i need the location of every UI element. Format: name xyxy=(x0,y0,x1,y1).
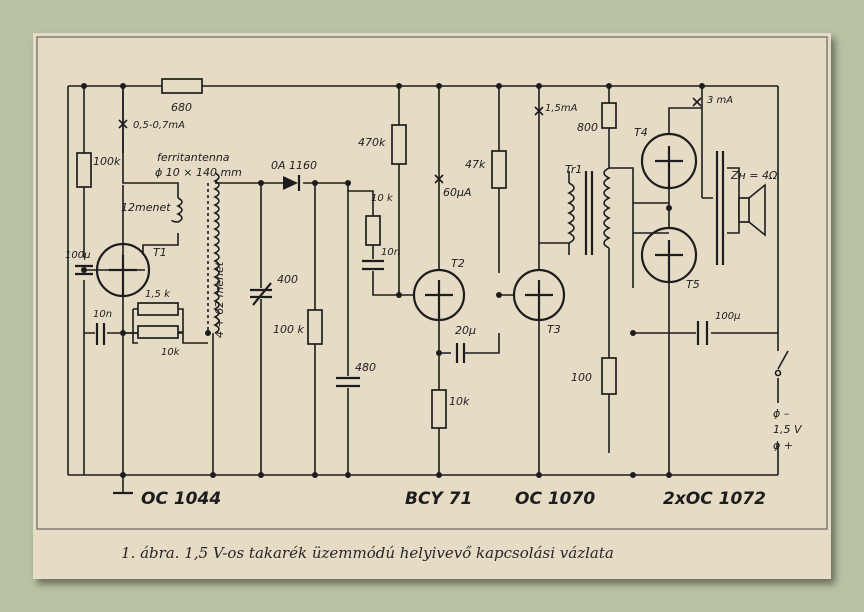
coil-12menet xyxy=(171,197,183,223)
label-tr1: Tr1 xyxy=(565,163,582,176)
speaker-cone xyxy=(748,183,766,237)
capacitor-10n-b xyxy=(362,259,384,271)
label-c100u-a: 100µ xyxy=(65,250,90,261)
transformer-tr1 xyxy=(584,171,594,255)
switch xyxy=(774,369,782,377)
label-t4: T4 xyxy=(634,126,648,139)
resistor-10k-b xyxy=(365,215,381,246)
label-t5: T5 xyxy=(686,278,700,291)
part-2xoc1072: 2xOC 1072 xyxy=(663,489,766,509)
resistor-100k-b xyxy=(307,309,323,345)
label-batt-v: 1,5 V xyxy=(773,423,803,436)
capacitor-100u-a xyxy=(75,264,93,276)
junction-dots xyxy=(81,83,705,478)
resistor-10k-c xyxy=(431,389,447,429)
coil-main xyxy=(213,172,220,334)
label-r15k: 1,5 k xyxy=(145,289,171,300)
label-i60: 60µA xyxy=(443,186,472,199)
label-c10n-b: 10n xyxy=(381,247,400,258)
output-transformer xyxy=(715,151,725,265)
label-batt-plus: ϕ + xyxy=(773,439,793,452)
capacitor-480 xyxy=(336,376,360,388)
label-r47k: 47k xyxy=(465,158,486,171)
resistor-100 xyxy=(601,357,617,395)
label-menet62: 4 + 62 menet xyxy=(213,261,226,338)
part-bcy71: BCY 71 xyxy=(405,489,472,509)
label-ferrit2: ϕ 10 × 140 mm xyxy=(155,166,242,179)
capacitor-20u xyxy=(455,343,466,363)
label-spk: Zн = 4Ω xyxy=(730,169,778,182)
figure-caption: 1. ábra. 1,5 V-os takarék üzemmódú helyi… xyxy=(121,544,614,562)
label-menet12: 12menet xyxy=(121,201,171,214)
inner-border xyxy=(36,36,828,530)
label-diode: 0A 1160 xyxy=(271,159,317,172)
label-i3: 3 mA xyxy=(707,95,733,106)
label-r680: 680 xyxy=(171,101,192,114)
capacitor-100u-b xyxy=(696,321,709,345)
label-t3: T3 xyxy=(547,323,561,336)
capacitor-10n-a xyxy=(95,323,106,345)
label-c480: 480 xyxy=(355,361,376,374)
label-t2: T2 xyxy=(451,257,465,270)
label-ferrit1: ferritantenna xyxy=(157,151,230,164)
label-c10n-a: 10n xyxy=(93,309,112,320)
label-c20u: 20µ xyxy=(455,324,476,337)
label-r800: 800 xyxy=(577,121,598,134)
resistor-1-5k xyxy=(137,302,179,316)
schematic-photo: 680 0,5-0,7mA 100k ferritantenna ϕ 10 × … xyxy=(33,33,831,579)
label-r10k-b: 10 k xyxy=(371,193,394,204)
part-oc1070: OC 1070 xyxy=(515,489,595,509)
resistor-100k-a xyxy=(76,152,92,188)
capacitor-400 xyxy=(250,282,272,306)
label-r100k-a: 100k xyxy=(93,155,121,168)
resistor-470k xyxy=(391,124,407,165)
label-c400: 400 xyxy=(277,273,298,286)
resistor-47k xyxy=(491,150,507,189)
resistor-680 xyxy=(161,78,203,94)
label-batt-minus: ϕ – xyxy=(773,407,790,420)
resistor-800 xyxy=(601,102,617,129)
circuit-diagram: 680 0,5-0,7mA 100k ferritantenna ϕ 10 × … xyxy=(36,36,828,562)
label-i15: 1,5mA xyxy=(545,103,578,114)
resistor-10k-a xyxy=(137,325,179,339)
label-r470k: 470k xyxy=(358,136,386,149)
speaker xyxy=(738,197,750,223)
label-r10k-a: 10k xyxy=(161,347,181,358)
label-r100: 100 xyxy=(571,371,592,384)
label-r100k-b: 100 k xyxy=(273,323,304,336)
part-oc1044: OC 1044 xyxy=(141,489,221,509)
label-t1: T1 xyxy=(153,246,167,259)
label-i1: 0,5-0,7mA xyxy=(133,120,185,131)
diode-0a1160 xyxy=(283,176,298,190)
label-r10k-c: 10k xyxy=(449,395,470,408)
label-c100u-b: 100µ xyxy=(715,311,740,322)
